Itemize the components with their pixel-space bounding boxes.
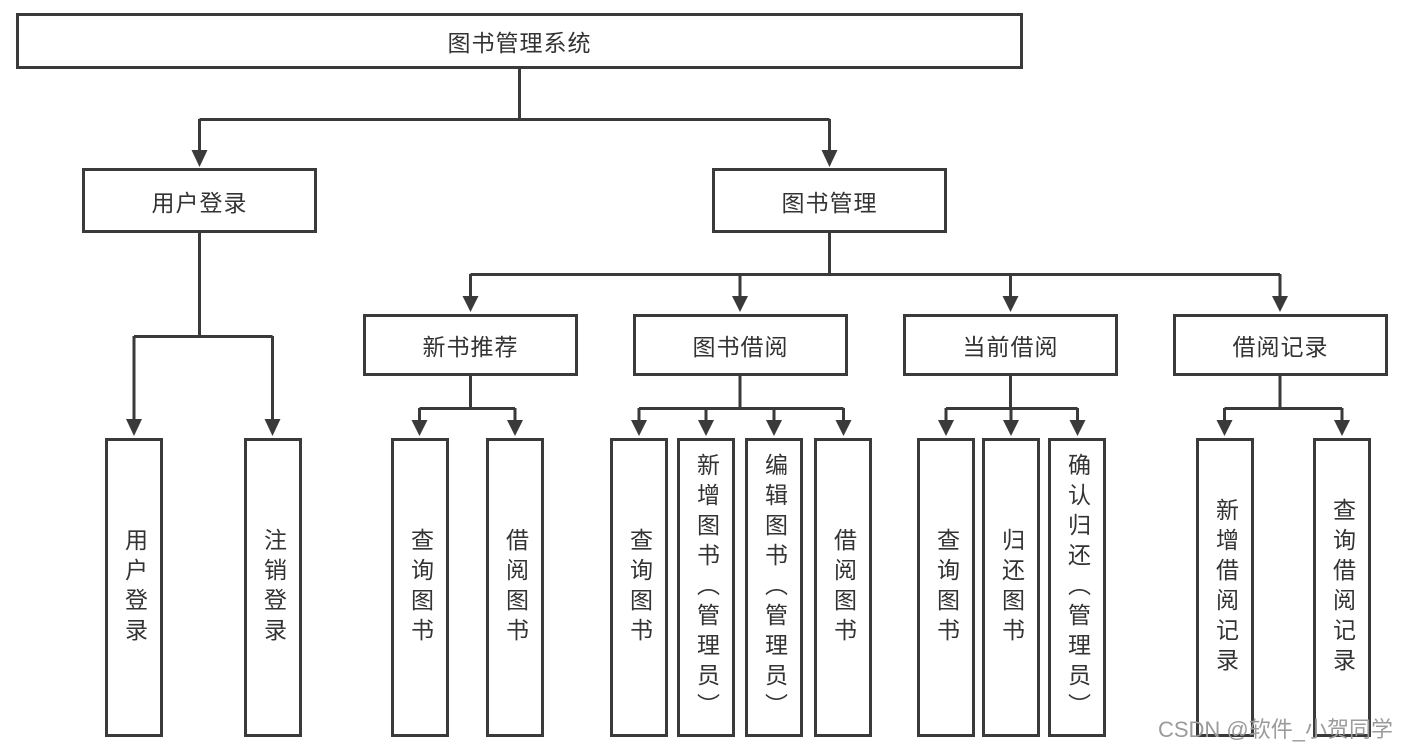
leaf-query-books-recommend: 查询图书 bbox=[391, 438, 449, 737]
node-library-management-system: 图书管理系统 bbox=[16, 13, 1023, 69]
watermark: CSDN @软件_小贺同学 bbox=[1157, 717, 1393, 742]
node-label: 借阅图书 bbox=[830, 527, 857, 648]
node-label: 借阅记录 bbox=[1232, 334, 1329, 360]
node-label: 图书管理 bbox=[781, 189, 878, 216]
node-label: 查询图书 bbox=[407, 527, 434, 648]
node-label: 归还图书 bbox=[998, 527, 1025, 648]
node-label: 新书推荐 bbox=[422, 334, 519, 360]
node-label: 图书借阅 bbox=[692, 334, 789, 360]
node-label: 用户登录 bbox=[121, 527, 148, 648]
node-label: 注销登录 bbox=[260, 527, 287, 648]
leaf-confirm-return-admin: 确认归还（管理员） bbox=[1048, 438, 1106, 737]
node-new-book-recommend: 新书推荐 bbox=[363, 314, 578, 376]
leaf-borrow-book: 借阅图书 bbox=[814, 438, 872, 737]
leaf-borrow-books-recommend: 借阅图书 bbox=[486, 438, 544, 737]
node-book-management: 图书管理 bbox=[712, 168, 947, 233]
leaf-query-books-current: 查询图书 bbox=[917, 438, 975, 737]
node-borrowing-records: 借阅记录 bbox=[1173, 314, 1388, 376]
node-label: 确认归还（管理员） bbox=[1064, 452, 1091, 723]
node-label: 查询图书 bbox=[626, 527, 653, 648]
node-label: 当前借阅 bbox=[962, 334, 1059, 360]
node-label: 查询借阅记录 bbox=[1329, 497, 1356, 678]
node-current-borrowing: 当前借阅 bbox=[903, 314, 1118, 376]
node-label: 用户登录 bbox=[151, 189, 248, 216]
leaf-edit-book-admin: 编辑图书（管理员） bbox=[745, 438, 803, 737]
leaf-return-book: 归还图书 bbox=[982, 438, 1040, 737]
leaf-query-books-borrowing: 查询图书 bbox=[610, 438, 668, 737]
node-book-borrowing: 图书借阅 bbox=[633, 314, 848, 376]
node-label: 编辑图书（管理员） bbox=[761, 452, 788, 723]
leaf-add-borrow-record: 新增借阅记录 bbox=[1196, 438, 1254, 737]
node-label: 图书管理系统 bbox=[447, 30, 592, 56]
node-label: 新增图书（管理员） bbox=[693, 452, 720, 723]
node-label: 新增借阅记录 bbox=[1212, 497, 1239, 678]
leaf-logout: 注销登录 bbox=[244, 438, 302, 737]
leaf-add-book-admin: 新增图书（管理员） bbox=[677, 438, 735, 737]
node-label: 查询图书 bbox=[933, 527, 960, 648]
node-user-login: 用户登录 bbox=[82, 168, 317, 233]
node-label: 借阅图书 bbox=[502, 527, 529, 648]
leaf-query-borrow-record: 查询借阅记录 bbox=[1313, 438, 1371, 737]
leaf-user-login: 用户登录 bbox=[105, 438, 163, 737]
